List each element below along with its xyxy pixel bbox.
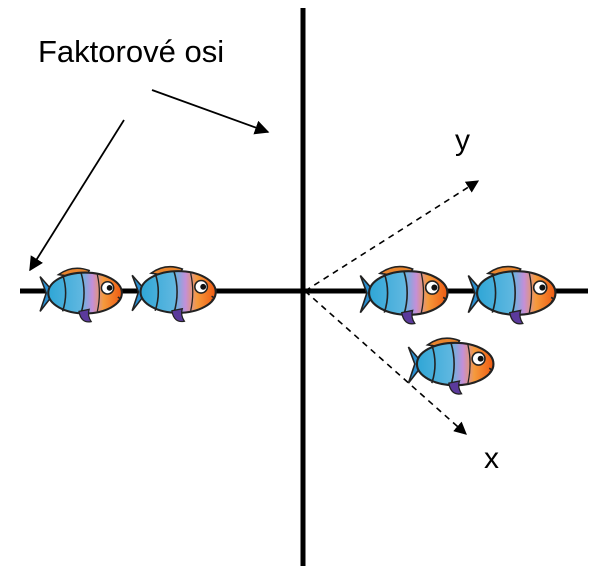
fish-icon [467, 265, 557, 325]
x-axis-label: x [484, 442, 499, 475]
pointer-arrow-icon [151, 89, 270, 135]
fish-icon [131, 265, 217, 323]
pointer-arrow-icon [29, 119, 125, 272]
fish-icon [39, 267, 123, 323]
fish-icon [407, 337, 495, 396]
y-dashed-axis [304, 180, 480, 292]
y-axis-label: y [455, 124, 470, 157]
x-dashed-axis [304, 290, 467, 435]
fish-icon [359, 265, 449, 325]
factor-axes-label: Faktorové osi [38, 34, 224, 69]
